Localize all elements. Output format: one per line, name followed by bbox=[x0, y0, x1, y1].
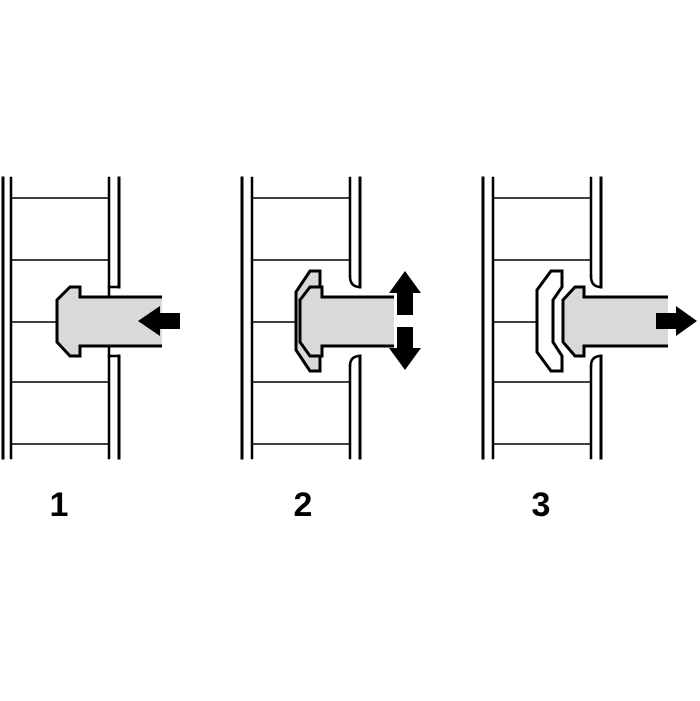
step-3-label: 3 bbox=[531, 486, 551, 524]
step-1-label: 1 bbox=[49, 486, 69, 524]
step-2-panel bbox=[240, 176, 421, 460]
step-1-plug bbox=[55, 285, 162, 358]
step-2-wall bbox=[240, 176, 362, 460]
step-2-plug bbox=[298, 285, 394, 358]
arrow-left-icon bbox=[138, 306, 180, 336]
step-2-label: 2 bbox=[293, 486, 313, 524]
step-3-panel bbox=[481, 176, 697, 460]
step-1-panel bbox=[1, 176, 180, 460]
step-3-wall bbox=[481, 176, 603, 460]
step-3-plug bbox=[561, 285, 668, 358]
arrow-up-icon bbox=[389, 271, 421, 315]
arrow-right-icon bbox=[656, 306, 697, 336]
step-3-plug-cap bbox=[535, 269, 564, 373]
arrow-down-icon bbox=[389, 327, 421, 370]
